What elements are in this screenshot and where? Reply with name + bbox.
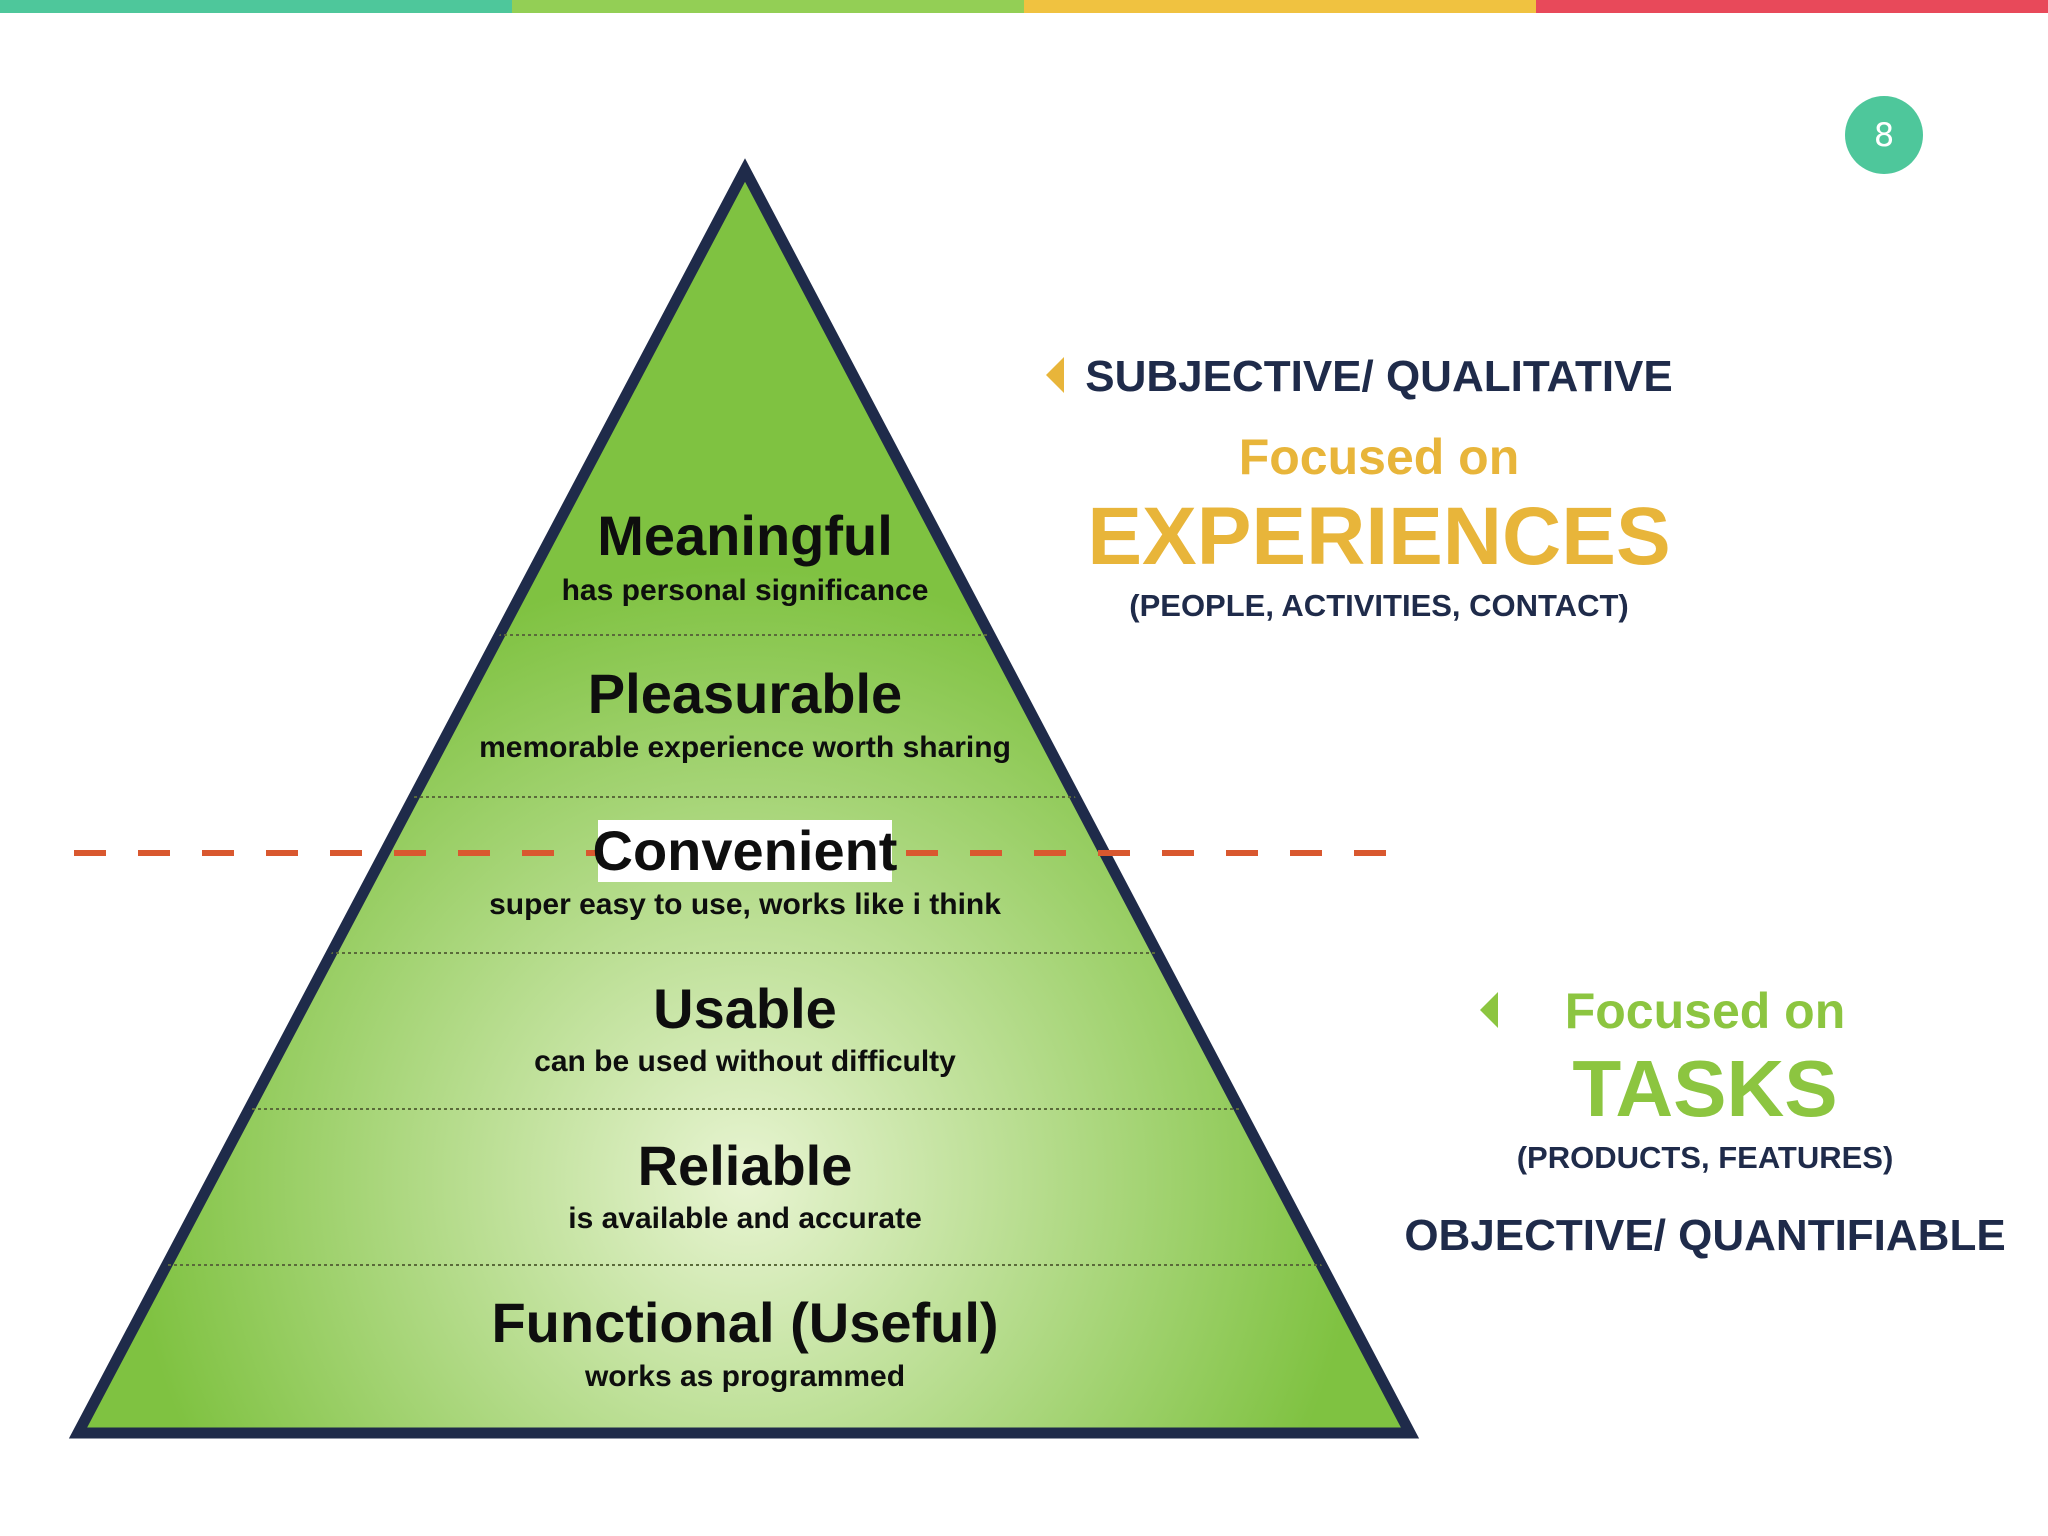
tasks-examples: (PRODUCTS, FEATURES)	[1517, 1140, 1894, 1175]
tasks-heading: OBJECTIVE/ QUANTIFIABLE	[1404, 1211, 2005, 1260]
level-title-reliable: Reliable	[638, 1134, 853, 1197]
level-subtitle-reliable: is available and accurate	[568, 1202, 922, 1235]
experiences-heading: SUBJECTIVE/ QUALITATIVE	[1085, 352, 1673, 401]
level-subtitle-convenient: super easy to use, works like i think	[489, 888, 1001, 921]
experiences-examples: (PEOPLE, ACTIVITIES, CONTACT)	[1129, 588, 1628, 623]
level-subtitle-usable: can be used without difficulty	[534, 1045, 956, 1078]
level-title-convenient: Convenient	[593, 819, 898, 882]
triangle-left-icon	[1046, 357, 1064, 393]
tasks-label: Focused on TASKS (PRODUCTS, FEATURES) OB…	[1404, 983, 2005, 1260]
level-title-pleasurable: Pleasurable	[588, 662, 902, 725]
level-title-functional: Functional (Useful)	[491, 1291, 998, 1354]
convenient-title-backing	[598, 820, 892, 882]
top-color-bar	[0, 0, 2048, 13]
top-bar-segment-green	[512, 0, 1024, 13]
triangle-left-icon	[1480, 992, 1498, 1028]
level-subtitle-functional: works as programmed	[584, 1360, 905, 1393]
level-title-usable: Usable	[653, 977, 837, 1040]
top-bar-segment-red	[1536, 0, 2048, 13]
top-bar-segment-teal	[0, 0, 512, 13]
experiences-label: SUBJECTIVE/ QUALITATIVE Focused on EXPER…	[1046, 352, 1673, 623]
pyramid-shape	[68, 158, 1420, 1439]
experiences-focus-word: EXPERIENCES	[1087, 491, 1670, 582]
tasks-focus-word: TASKS	[1572, 1044, 1837, 1133]
tasks-focus-label: Focused on	[1565, 983, 1846, 1039]
level-subtitle-pleasurable: memorable experience worth sharing	[479, 731, 1011, 764]
top-bar-segment-yellow	[1024, 0, 1536, 13]
slide-number-badge: 8	[1845, 96, 1923, 174]
level-subtitle-meaningful: has personal significance	[562, 574, 929, 607]
level-title-meaningful: Meaningful	[597, 504, 893, 567]
experiences-focus-label: Focused on	[1239, 429, 1520, 485]
